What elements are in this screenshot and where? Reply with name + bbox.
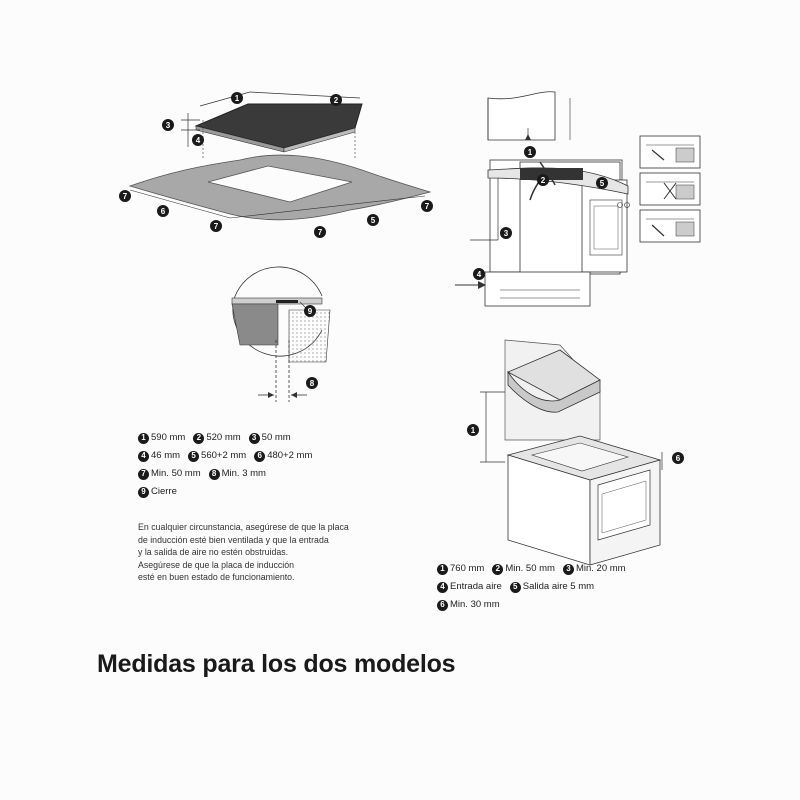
note-line: y la salida de aire no estén obstruidas. xyxy=(138,547,289,557)
legend-text: 760 mm xyxy=(450,563,485,574)
oven-section-diagram: 1 2 3 4 5 xyxy=(455,91,630,307)
legend-text: 560+2 mm xyxy=(201,450,247,461)
number-badge: 2 xyxy=(492,563,504,575)
svg-text:6: 6 xyxy=(161,207,166,216)
note-line: Asegúrese de que la placa de inducción xyxy=(138,559,295,570)
number-badge: 4 xyxy=(437,581,448,593)
svg-text:5: 5 xyxy=(371,216,376,225)
svg-text:7: 7 xyxy=(425,202,430,211)
number-badge: 5 xyxy=(188,450,200,462)
note-line: esté en buen estado de funcionamiento. xyxy=(138,572,295,582)
svg-text:4: 4 xyxy=(196,136,201,145)
number-badge: 3 xyxy=(562,563,574,575)
svg-text:9: 9 xyxy=(308,307,313,316)
legend-text: 520 mm xyxy=(206,432,241,443)
svg-text:7: 7 xyxy=(318,228,323,237)
ventilation-detail-boxes xyxy=(639,135,701,243)
number-badge: 3 xyxy=(248,432,260,444)
legend-text: Entrada aire xyxy=(450,581,502,592)
number-badge: 1 xyxy=(138,432,149,444)
number-badge: 8 xyxy=(208,468,220,480)
cabinet-hood-diagram: 1 6 xyxy=(467,339,684,566)
ventilation-note: En cualquier circunstancia, asegúrese de… xyxy=(138,521,398,584)
number-badge: 6 xyxy=(437,599,448,611)
legend-text: 590 mm xyxy=(151,432,186,443)
legend-text: 480+2 mm xyxy=(267,450,313,461)
note-line: En cualquier circunstancia, asegúrese de… xyxy=(138,522,349,532)
svg-text:1: 1 xyxy=(528,148,533,157)
number-badge: 9 xyxy=(138,486,149,498)
svg-text:1: 1 xyxy=(235,94,240,103)
number-badge: 2 xyxy=(193,432,205,444)
cooktop-diagram xyxy=(128,91,432,221)
legend-text: 46 mm xyxy=(151,450,181,461)
svg-text:4: 4 xyxy=(477,270,482,279)
svg-text:7: 7 xyxy=(214,222,219,231)
number-badge: 7 xyxy=(138,468,149,480)
svg-text:6: 6 xyxy=(676,454,681,463)
svg-text:7: 7 xyxy=(123,192,128,201)
svg-text:2: 2 xyxy=(541,176,546,185)
svg-text:8: 8 xyxy=(310,379,315,388)
seal-detail: 9 8 xyxy=(231,266,331,402)
legend-text: Min. 20 mm xyxy=(575,563,626,574)
number-badge: 6 xyxy=(254,450,266,462)
legend-text: 50 mm xyxy=(261,432,291,443)
cooktop-markers: 1 2 3 4 5 6 7 7 7 7 xyxy=(119,92,433,238)
number-badge: 5 xyxy=(509,581,521,593)
legend-text: Min. 50 mm xyxy=(151,468,201,479)
legend-text: Min. 50 mm xyxy=(505,563,555,574)
legend-text: Min. 30 mm xyxy=(450,599,500,610)
legend-text: Cierre xyxy=(151,486,177,497)
note-line: de inducción esté bien ventilada y que l… xyxy=(138,534,329,545)
legend-text: Salida aire 5 mm xyxy=(522,581,595,592)
number-badge: 4 xyxy=(138,450,149,462)
number-badge: 1 xyxy=(437,563,448,575)
legend-text: Min. 3 mm xyxy=(221,468,266,479)
svg-text:3: 3 xyxy=(504,229,509,238)
svg-text:5: 5 xyxy=(600,179,605,188)
svg-text:1: 1 xyxy=(471,426,476,435)
page-title: Medidas para los dos modelos xyxy=(97,650,456,678)
svg-text:3: 3 xyxy=(166,121,171,130)
svg-text:2: 2 xyxy=(334,96,339,105)
